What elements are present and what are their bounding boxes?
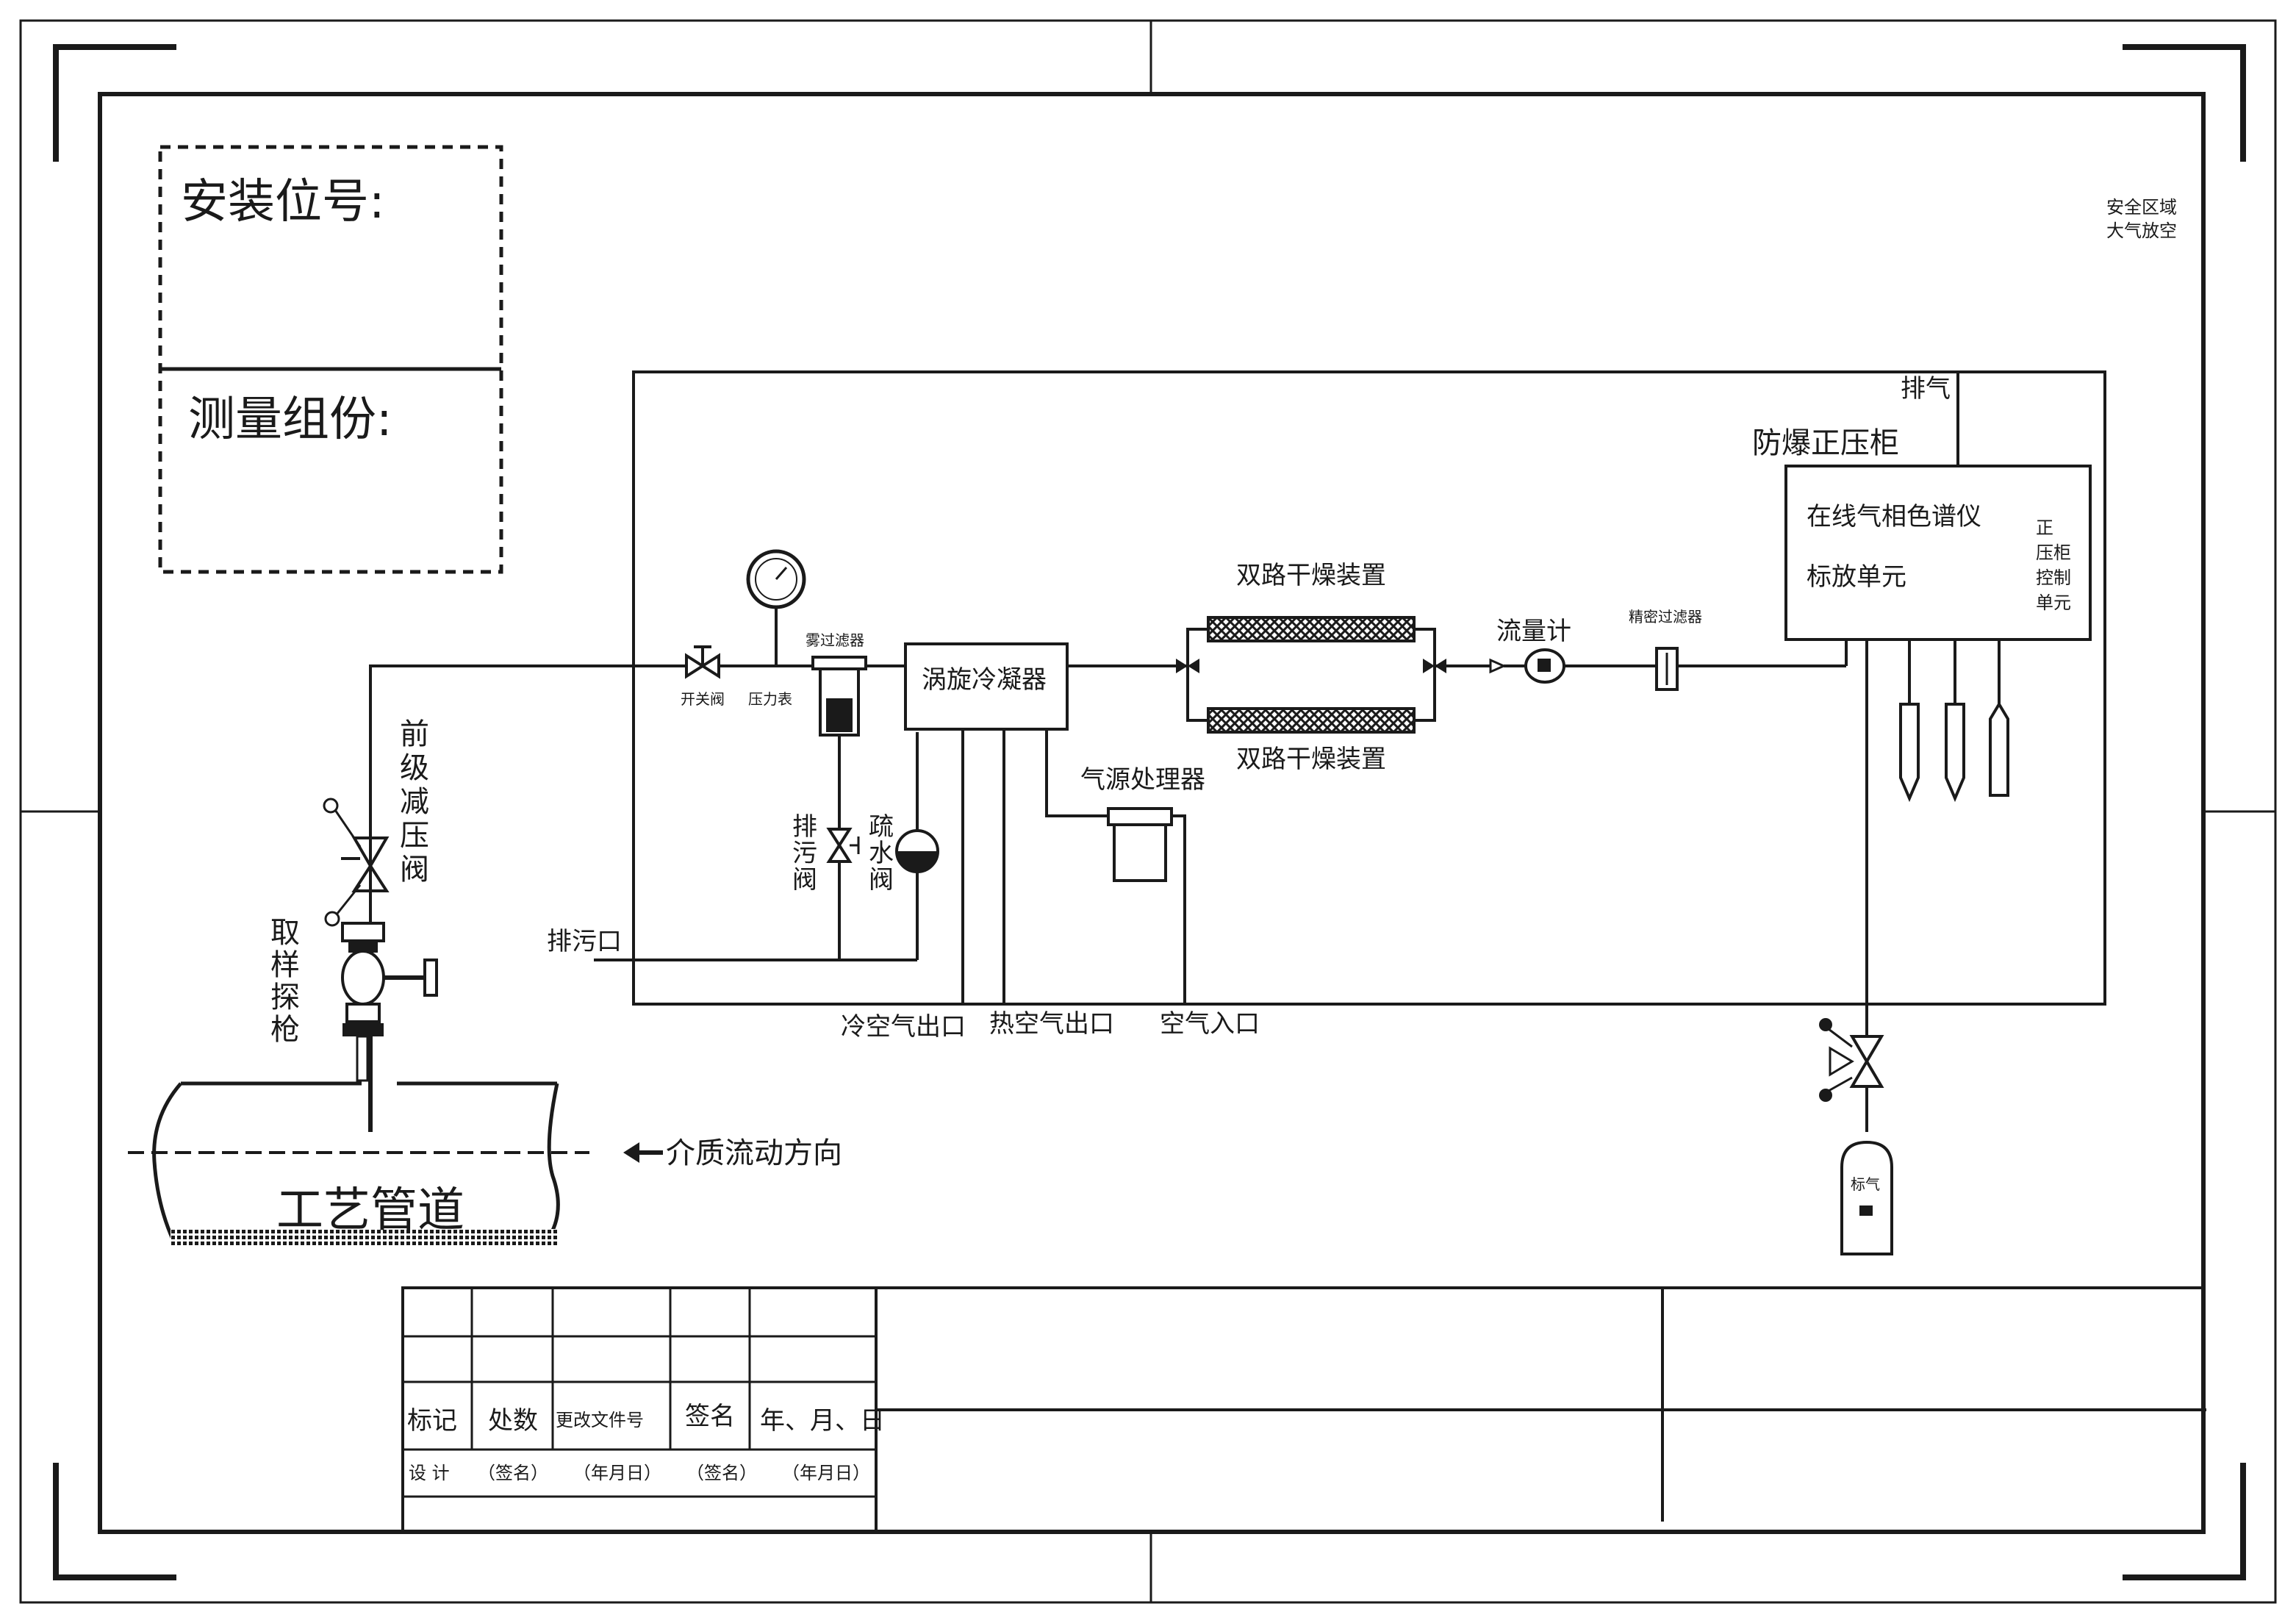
probe-label-c1: 取	[270, 916, 300, 950]
pre-reducer-label-c5: 阀	[400, 853, 429, 886]
switch-valve-icon	[685, 645, 720, 679]
pressurization-control-c4: 单元	[2036, 592, 2071, 613]
drain-valve-label-c2: 污	[792, 839, 817, 868]
pressurization-control-label: 正 压柜 控制 单元	[2036, 517, 2077, 613]
pressurized-cabinet-box	[1784, 465, 2092, 641]
drain-valve-icon	[826, 748, 860, 960]
pre-reducer-label-c4: 压	[400, 819, 429, 853]
safe-area-vent: 安全区域 大气放空	[2106, 197, 2177, 241]
header-count: 处数	[488, 1406, 538, 1436]
dryer-top-label: 双路干燥装置	[1236, 561, 1386, 590]
probe-label: 取 样 探 枪	[270, 916, 309, 1047]
air-processor-icon	[1107, 807, 1173, 882]
pipe-bottom-wall	[171, 1229, 559, 1245]
steam-trap-icon	[895, 732, 939, 960]
drain-valve-label-c3: 阀	[792, 865, 817, 895]
pre-reducer-label-c3: 减	[400, 785, 429, 819]
header-mark: 标记	[407, 1406, 457, 1436]
mist-filter-label: 雾过滤器	[806, 631, 864, 649]
sample-line	[369, 639, 1848, 923]
trap-valve-label-c3: 阀	[869, 865, 894, 895]
precision-filter-icon	[1655, 647, 1679, 691]
trap-valve-label: 疏 水 阀	[869, 812, 902, 895]
process-pipe-label: 工艺管道	[276, 1183, 464, 1238]
trap-valve-label-c1: 疏	[869, 812, 894, 842]
cold-air-outlet-label: 冷空气出口	[841, 1012, 966, 1042]
precision-filter-label: 精密过滤器	[1629, 608, 1702, 626]
info-box: 安装位号: 测量组份:	[158, 145, 503, 574]
probe-label-c3: 探	[270, 981, 300, 1014]
atmospheric-vent-label: 大气放空	[2106, 221, 2177, 241]
pressure-gauge-label: 压力表	[748, 690, 792, 708]
pre-reducer-label-c1: 前	[400, 717, 429, 751]
calibration-unit-label: 标放单元	[1807, 562, 1906, 592]
install-position-label: 安装位号:	[181, 175, 385, 229]
pressurization-control-c3: 控制	[2036, 567, 2071, 588]
drain-valve-label-c1: 排	[792, 812, 817, 842]
process-pipe: 工艺管道 介质流动方向	[128, 1081, 842, 1245]
safe-area-label: 安全区域	[2106, 197, 2177, 218]
drain-outlet-label: 排污口	[547, 927, 622, 956]
vortex-condenser-box	[904, 642, 1069, 731]
dryer-tube-top	[1207, 616, 1416, 642]
flowmeter-icon	[1489, 648, 1565, 684]
analyzer-label: 在线气相色谱仪	[1807, 502, 1981, 531]
probe-label-c4: 枪	[270, 1013, 300, 1047]
design-sign-2: （签名）	[686, 1463, 757, 1483]
design-date-1: （年月日）	[573, 1463, 661, 1483]
pressure-gauge-icon	[746, 549, 806, 666]
air-processor-label: 气源处理器	[1080, 765, 1205, 795]
pre-reducer-label: 前 级 减 压 阀	[400, 717, 439, 886]
title-block	[401, 1286, 2206, 1533]
air-inlet-label: 空气入口	[1160, 1009, 1260, 1039]
header-sign: 签名	[685, 1402, 735, 1431]
design-label: 设 计	[409, 1463, 450, 1483]
flow-direction-arrow	[623, 1142, 663, 1163]
design-sign-1: （签名）	[478, 1463, 548, 1483]
sampling-probe	[341, 922, 438, 1132]
calibration-reducer-valve-icon	[1819, 1018, 1884, 1102]
hot-air-outlet-label: 热空气出口	[989, 1009, 1114, 1039]
pre-reducer-label-c2: 级	[400, 751, 429, 785]
pressurization-control-c1: 正	[2036, 517, 2053, 538]
header-change-doc: 更改文件号	[556, 1410, 644, 1430]
mist-filter-icon	[811, 656, 867, 748]
drain-valve-label: 排 污 阀	[792, 812, 825, 895]
outlet-tubes	[1899, 639, 2009, 803]
header-date: 年、月、日	[760, 1406, 885, 1436]
trap-valve-label-c2: 水	[869, 839, 894, 868]
flow-direction-label: 介质流动方向	[666, 1136, 842, 1170]
calibration-gas-label: 标气	[1851, 1175, 1880, 1193]
dryer-assembly	[1176, 616, 1446, 734]
design-date-2: （年月日）	[782, 1463, 870, 1483]
switch-valve-label: 开关阀	[681, 690, 725, 708]
probe-label-c2: 样	[270, 948, 300, 982]
pressurization-control-c2: 压柜	[2036, 542, 2071, 563]
pre-reducer-valve-icon	[323, 798, 390, 927]
cabinet-label: 防爆正压柜	[1752, 426, 1899, 460]
measured-component-label: 测量组份:	[188, 393, 392, 447]
flowmeter-label: 流量计	[1496, 617, 1571, 646]
dryer-bottom-label: 双路干燥装置	[1236, 745, 1386, 774]
calibration-gas-cylinder-icon	[1840, 1140, 1893, 1255]
vortex-condenser-label: 涡旋冷凝器	[922, 665, 1047, 695]
sample-panel-enclosure	[632, 370, 2106, 1006]
dryer-tube-bottom	[1207, 707, 1416, 734]
exhaust-label: 排气	[1901, 374, 1951, 404]
